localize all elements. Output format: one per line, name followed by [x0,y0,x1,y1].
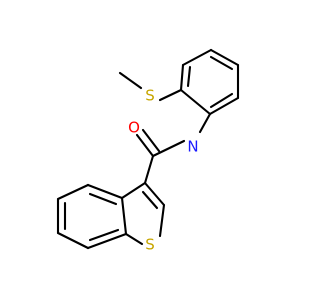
bond-c-benzothiophene [143,154,155,185]
molecule-structure: S O N S [56,48,240,254]
bond-s-c7a [124,232,144,246]
atom-o-carbonyl: O [128,119,140,137]
bond-c3-c2 [143,181,166,207]
bond-ph-3-inner [209,55,234,71]
bond-c-n [151,139,186,158]
bond-ph-6 [179,88,212,116]
bond-n-phenyl [198,112,212,134]
bond-ph-1-inner [186,65,192,88]
bond-c7-c7a [86,232,128,250]
bond-methyl-s [118,71,143,90]
bond-ph-2 [181,48,213,67]
bond-c4-c5 [56,183,90,201]
atom-n-amide: N [187,138,198,156]
bond-c3a-c4 [86,183,124,200]
bond-c-o-1 [135,133,155,158]
bond-c7-c7a-inner [88,228,120,242]
bond-c3-c2-inner [141,190,159,210]
atom-s-ring: S [145,236,155,254]
bond-s-phenyl [158,88,183,102]
bond-c2-s [158,203,166,238]
bond-ph-5 [208,96,240,116]
bond-ph-3 [209,48,240,67]
bond-c3-c3a [120,181,147,200]
bond-c-o-2 [141,128,161,153]
atom-s-methyl: S [145,87,155,105]
bond-c3a-c7a [120,196,128,236]
bond-c3a-c4-inner [88,192,118,206]
bond-ph-5-inner [209,92,234,109]
bond-c6-c7 [56,231,90,250]
bond-ph-1 [179,63,185,92]
